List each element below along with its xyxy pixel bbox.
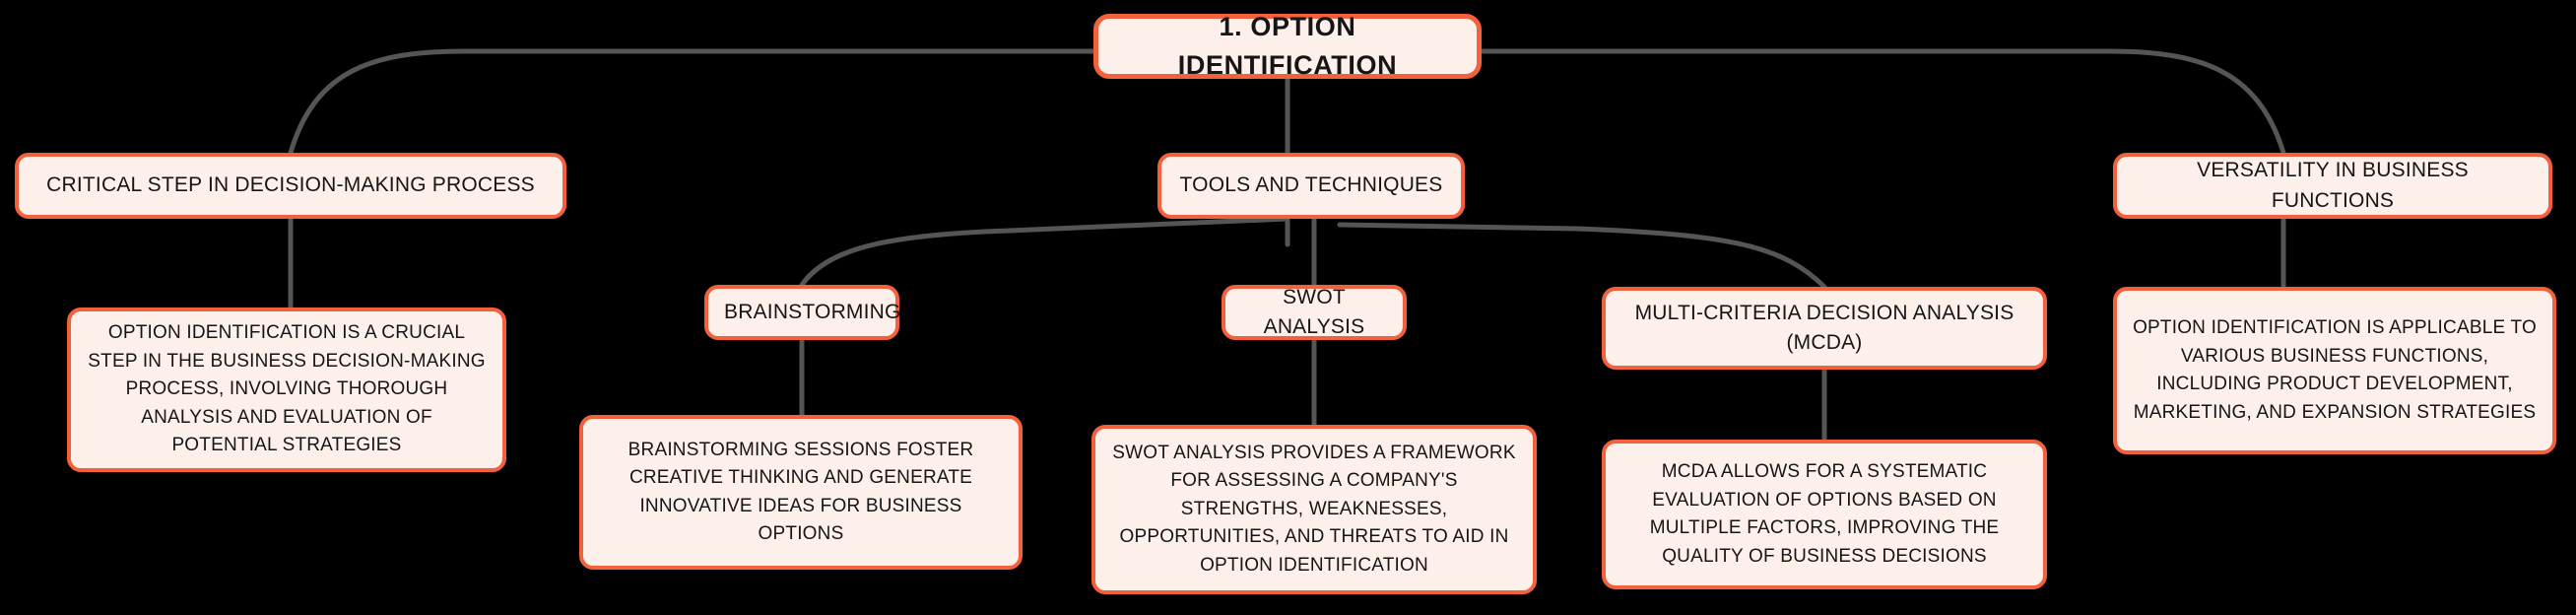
node-versatility-label: VERSATILITY IN BUSINESS FUNCTIONS [2197,159,2469,212]
node-root[interactable]: 1. OPTION IDENTIFICATION [1093,12,1482,80]
node-tools-and-techniques[interactable]: TOOLS AND TECHNIQUES [1157,153,1465,219]
node-brainstorming-detail[interactable]: BRAINSTORMING SESSIONS FOSTER CREATIVE T… [579,415,1023,570]
node-versatility[interactable]: VERSATILITY IN BUSINESS FUNCTIONS [2113,153,2552,219]
edge-tools-to-brainstorming [799,216,1290,288]
node-mcda-detail-label: MCDA ALLOWS FOR A SYSTEMATIC EVALUATION … [1649,461,2000,567]
node-swot-analysis-detail-label: SWOT ANALYSIS PROVIDES A FRAMEWORK FOR A… [1112,442,1516,576]
node-mcda[interactable]: MULTI-CRITERIA DECISION ANALYSIS (MCDA) [1602,287,2047,370]
node-swot-analysis[interactable]: SWOT ANALYSIS [1222,285,1407,340]
node-swot-analysis-detail[interactable]: SWOT ANALYSIS PROVIDES A FRAMEWORK FOR A… [1091,425,1537,594]
node-brainstorming-detail-label: BRAINSTORMING SESSIONS FOSTER CREATIVE T… [627,439,974,545]
node-critical-step-label: CRITICAL STEP IN DECISION-MAKING PROCESS [46,173,535,197]
node-brainstorming-label: BRAINSTORMING [724,300,901,323]
node-root-label: 1. OPTION IDENTIFICATION [1177,11,1398,80]
node-critical-step[interactable]: CRITICAL STEP IN DECISION-MAKING PROCESS [15,153,566,219]
node-brainstorming[interactable]: BRAINSTORMING [704,285,901,340]
node-mcda-label: MULTI-CRITERIA DECISION ANALYSIS (MCDA) [1634,301,2015,354]
edge-tools-to-mcda [1337,222,1827,290]
node-swot-analysis-label: SWOT ANALYSIS [1263,285,1365,338]
node-mcda-detail[interactable]: MCDA ALLOWS FOR A SYSTEMATIC EVALUATION … [1602,440,2047,589]
node-versatility-detail[interactable]: OPTION IDENTIFICATION IS APPLICABLE TO V… [2113,287,2556,454]
node-versatility-detail-label: OPTION IDENTIFICATION IS APPLICABLE TO V… [2133,317,2537,423]
node-critical-step-detail[interactable]: OPTION IDENTIFICATION IS A CRUCIAL STEP … [67,308,506,472]
node-critical-step-detail-label: OPTION IDENTIFICATION IS A CRUCIAL STEP … [88,322,486,456]
node-tools-and-techniques-label: TOOLS AND TECHNIQUES [1179,173,1443,197]
